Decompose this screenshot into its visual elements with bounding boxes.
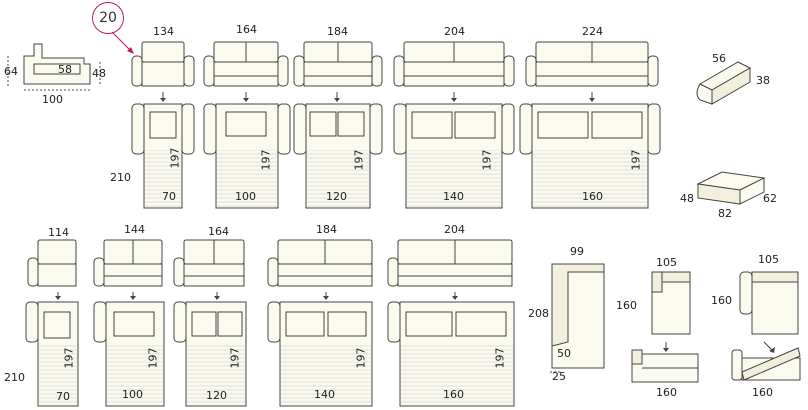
chair114-inner-length-label: 197 — [62, 347, 76, 369]
armchair-bed-top — [131, 103, 195, 209]
sofa144-bed-top — [93, 301, 165, 407]
armchair-front — [131, 41, 195, 87]
sofa164b-front — [173, 239, 245, 287]
row2-top-views — [25, 301, 515, 407]
sofa204-inner-length-label: 197 — [480, 149, 494, 171]
chair114-front — [27, 239, 77, 287]
bolster-height-label: 38 — [756, 74, 770, 87]
row1-arrows — [160, 92, 595, 102]
chaise-sofa-a-width-label: 105 — [656, 256, 677, 269]
sofa224-bed-width-label: 160 — [582, 190, 603, 203]
sofa144-bed-width-label: 100 — [122, 388, 143, 401]
badge-pointer-arrow — [111, 31, 134, 54]
row1-front-views — [131, 41, 659, 87]
sofa184-bed-width-label: 120 — [326, 190, 347, 203]
sofa204-bed-width-label: 140 — [443, 190, 464, 203]
sofa184b-bed-top — [267, 301, 373, 407]
bolster-cushion — [696, 61, 752, 105]
chaise-width-label: 99 — [570, 245, 584, 258]
section-seat-height-label: 48 — [92, 67, 106, 80]
section-width-label: 100 — [42, 93, 63, 106]
ottoman-block — [696, 171, 766, 205]
sofa184-width-label: 184 — [327, 25, 348, 38]
sofa164-inner-length-label: 197 — [259, 149, 273, 171]
chaise-longue-top — [550, 263, 605, 373]
ottoman-depth-label: 48 — [680, 192, 694, 205]
chaise-sofa-b-bed-width-label: 160 — [752, 386, 773, 399]
sofa164-bed-top — [203, 103, 291, 209]
bolster-length-label: 56 — [712, 52, 726, 65]
chaise-sofa-b-length-label: 160 — [711, 294, 732, 307]
chair114-bed-width-label: 70 — [56, 390, 70, 403]
sofa184-bed-top — [293, 103, 383, 209]
row2-arrows — [55, 292, 458, 300]
chair114-width-label: 114 — [48, 226, 69, 239]
ottoman-height-label: 62 — [763, 192, 777, 205]
sofa204-front — [393, 41, 515, 87]
sofa184-inner-length-label: 197 — [352, 149, 366, 171]
chaise-sofa-b-width-label: 105 — [758, 253, 779, 266]
section-height-label: 64 — [4, 65, 18, 78]
sofa204b-width-label: 204 — [444, 223, 465, 236]
sofa184b-front — [267, 239, 373, 287]
sofa144-width-label: 144 — [124, 223, 145, 236]
sofa184b-bed-width-label: 140 — [314, 388, 335, 401]
sofa164-bed-width-label: 100 — [235, 190, 256, 203]
sofa-side-section — [7, 43, 101, 91]
sofa184b-inner-length-label: 197 — [354, 347, 368, 369]
chaise-sofa-a-bed-width-label: 160 — [656, 386, 677, 399]
chaise-sofa-a-length-label: 160 — [616, 299, 637, 312]
chair114-length-label: 210 — [4, 371, 25, 384]
chaise-sofa-b — [731, 271, 801, 381]
chaise-seat-label: 50 — [557, 347, 571, 360]
sofa164b-inner-length-label: 197 — [228, 347, 242, 369]
ottoman-width-label: 82 — [718, 207, 732, 220]
armchair-width-label: 134 — [153, 25, 174, 38]
sofa164b-width-label: 164 — [208, 225, 229, 238]
sofa184-front — [293, 41, 383, 87]
sofa204-bed-top — [393, 103, 515, 209]
sofa144-inner-length-label: 197 — [146, 347, 160, 369]
armchair-length-label: 210 — [110, 171, 131, 184]
sofa164-width-label: 164 — [236, 23, 257, 36]
row2-front-views — [27, 239, 513, 287]
armchair-bed-width-label: 70 — [162, 190, 176, 203]
sofa144-front — [93, 239, 163, 287]
row1-top-views — [131, 103, 661, 209]
sofa224-width-label: 224 — [582, 25, 603, 38]
sofa204b-bed-width-label: 160 — [443, 388, 464, 401]
option-number-badge: 20 — [92, 2, 124, 34]
chaise-length-label: 208 — [528, 307, 549, 320]
chair114-bed-top — [25, 301, 79, 407]
chaise-sofa-a — [631, 271, 699, 383]
sofa164b-bed-top — [173, 301, 247, 407]
sofa164b-bed-width-label: 120 — [206, 389, 227, 402]
sofa224-bed-top — [519, 103, 661, 209]
sofa204b-bed-top — [387, 301, 515, 407]
sofa204b-front — [387, 239, 513, 287]
sofa224-front — [525, 41, 659, 87]
sofa204b-inner-length-label: 197 — [493, 347, 507, 369]
chaise-foot-label: 25 — [552, 370, 566, 383]
sofa164-front — [203, 41, 289, 87]
section-seat-depth-label: 58 — [58, 63, 72, 76]
sofa184b-width-label: 184 — [316, 223, 337, 236]
sofa224-inner-length-label: 197 — [629, 149, 643, 171]
sofa204-width-label: 204 — [444, 25, 465, 38]
armchair-inner-length-label: 197 — [168, 147, 182, 169]
